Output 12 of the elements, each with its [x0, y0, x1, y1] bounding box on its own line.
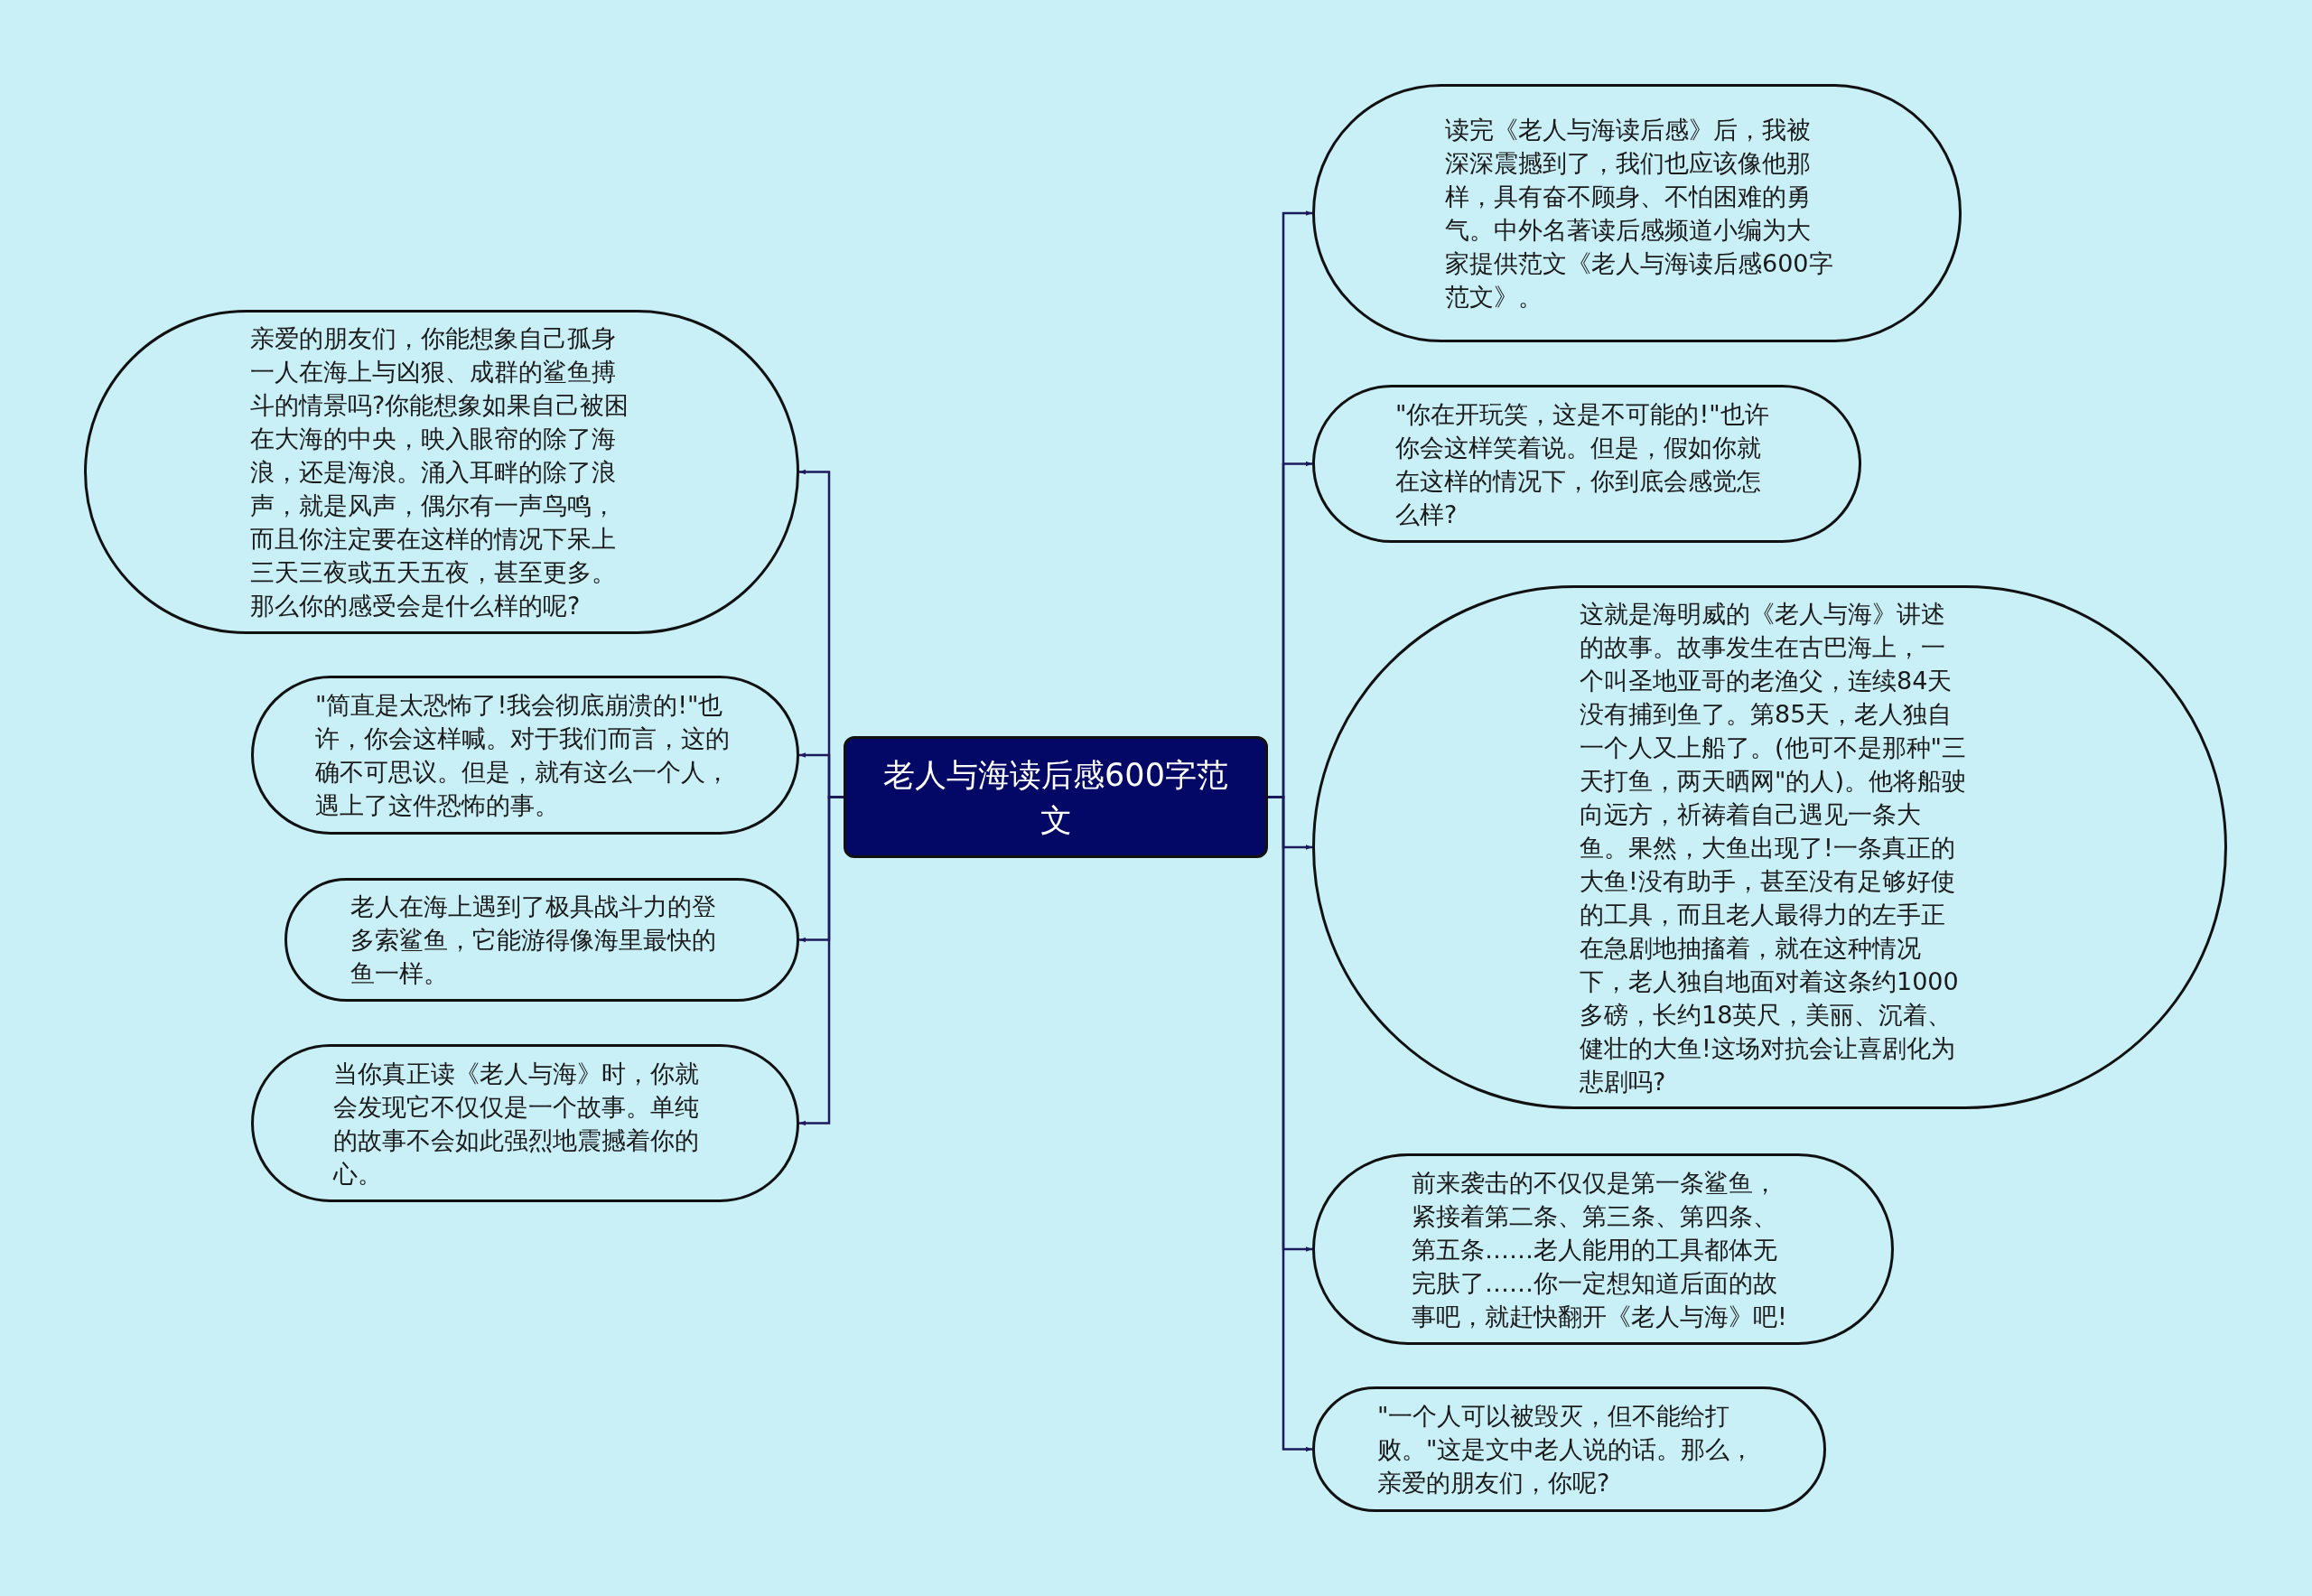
bubble-text: 读完《老人与海读后感》后，我被深深震撼到了，我们也应该像他那样，具有奋不顾身、不怕困难的勇气。中外名著读后感频道小编为大家提供范文《老人与海读后感600字范文》。	[1445, 115, 1833, 313]
bubble-text: "你在开玩笑，这是不可能的!"也许你会这样笑着说。但是，假如你就在这样的情况下，你到底会感觉怎么样?	[1395, 398, 1770, 530]
bubble-text: 老人在海上遇到了极具战斗力的登多索鲨鱼，它能游得像海里最快的鱼一样。	[350, 891, 717, 989]
connector-arrow	[799, 796, 844, 1126]
central-topic-box	[844, 736, 1268, 858]
topic-title: 老人与海读后感600字范文	[882, 755, 1229, 840]
bubble-text: "一个人可以被毁灭，但不能给打败。"这是文中老人说的话。那么，亲爱的朋友们，你呢?	[1377, 1401, 1756, 1498]
bubble-text: 前来袭击的不仅仅是第一条鲨鱼，紧接着第二条、第三条、第四条、第五条……老人能用的工具都体无完肤了……你一定想知道后面的故事吧，就赶快翻开《老人与海》吧!	[1412, 1167, 1788, 1332]
bubble-text: 当你真正读《老人与海》时，你就会发现它不仅仅是一个故事。单纯的故事不会如此强烈地震撼着你的心。	[333, 1058, 700, 1190]
bubble-text: "简直是太恐怖了!我会彻底崩溃的!"也许，你会这样喊。对于我们而言，这的确不可思议。但是，就有这么一个人，遇上了这件恐怖的事。	[315, 690, 731, 821]
bubble-text: 亲爱的朋友们，你能想象自己孤身一人在海上与凶狠、成群的鲨鱼搏斗的情景吗?你能想象如果自己被困在大海的中央，映入眼帘的除了海浪，还是海浪。涌入耳畔的除了浪声，就是风声，偶尔有一声鸟鸣，而且你注定要在这样的情况下呆上三天三夜或五天五夜，甚至更多。那么你的感受会是什么样的呢?	[250, 323, 630, 621]
bubble-text: 这就是海明威的《老人与海》讲述的故事。故事发生在古巴海上，一个叫圣地亚哥的老渔父，连续84天没有捕到鱼了。第85天，老人独自一个人又上船了。(他可不是那种"三天打鱼，两天晒网"的人)。他将船驶向远方，祈祷着自己遇见一条大鱼。果然，大鱼出现了!一条真正的大鱼!没有助手，甚至没有足够好使的工具，而且老人最得力的左手正在急剧地抽搐着，就在这种情况下，老人独自地面对着这条约1000多磅，长约18英尺，美丽、沉着、健壮的大鱼!这场对抗会让喜剧化为悲剧吗?	[1580, 598, 1967, 1097]
